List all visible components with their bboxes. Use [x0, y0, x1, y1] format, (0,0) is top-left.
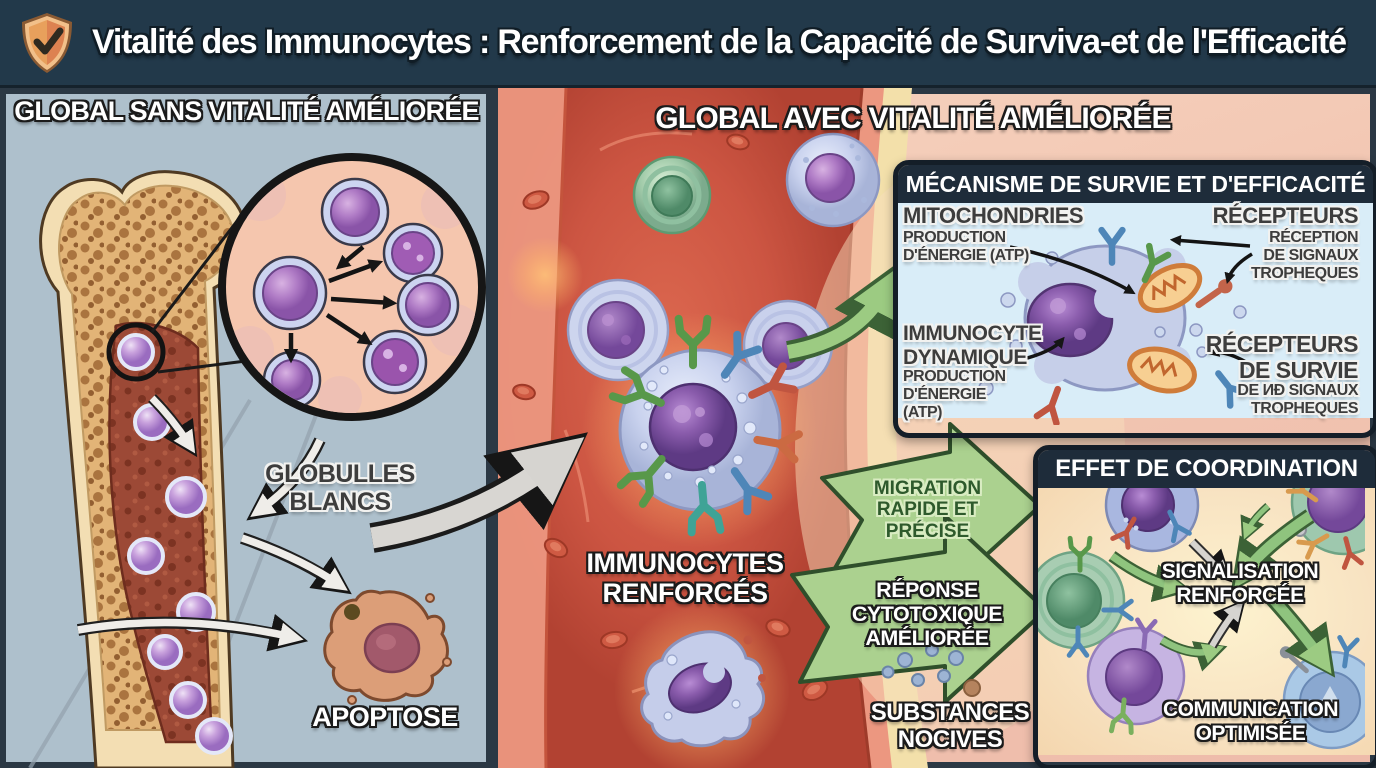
migration-arrow-label: MIGRATION RAPIDE ET PRÉCISE: [873, 478, 982, 542]
communication-label: COMMUNICATION OPTIMISÉE: [1162, 698, 1339, 745]
immunocytes-renforces-label: IMMUNOCYTES RENFORCÉS: [586, 548, 785, 609]
immunocyte-dynamique-sub: PRODUCTION D'ÉNERGIE (ATP): [903, 368, 1006, 421]
bone-illustration: [39, 170, 248, 768]
reinforced-immunocyte: [498, 319, 799, 533]
annotation-arrows: [1009, 234, 1253, 364]
mitochondries-sub: PRODUCTION D'ÉNERGIE (ATP): [903, 229, 1029, 264]
right-panel-title: GLOBAL AVEC VITALITÉ AMÉLIORÉE: [655, 102, 1171, 135]
coordination-cells-diagram: [1038, 488, 1365, 750]
page-title: Vitalité des Immunocytes : Renforcement …: [92, 23, 1347, 61]
leader-line: [150, 207, 249, 333]
immunocyte-dynamique-title: IMMUNOCYTE DYNAMIQUE: [903, 322, 1042, 369]
top-cell: [1104, 488, 1200, 553]
circulating-cells: [566, 132, 881, 391]
coordination-arrows: [1108, 502, 1336, 678]
mechanism-cell-diagram: [978, 208, 1253, 425]
magnified-cells-view: [218, 153, 486, 421]
lavender-cell-a: [566, 278, 670, 382]
shield-check-icon: [22, 12, 72, 73]
bone-marrow-illustration: [28, 153, 486, 768]
granular-immune-cell: [785, 132, 881, 228]
left-panel-title: GLOBAL SANS VITALITÉ AMÉLIORÉE: [14, 96, 479, 126]
flow-arrows: [76, 394, 352, 652]
apoptose-label: APOPTOSE: [312, 702, 458, 732]
reponse-arrow-shape: [790, 514, 1048, 704]
top-right-teal-cell: [1288, 488, 1365, 567]
harmful-substance-dots: [881, 643, 981, 697]
mitochondrion: [1137, 262, 1203, 314]
recepteurs-title: RÉCEPTEURS: [1212, 203, 1359, 228]
substances-nocives-label: SUBSTANCES NOCIVES: [870, 699, 1030, 753]
recepteurs-sub: RÉCEPTION DE SIGNAUX TROPHEQUES: [1250, 229, 1359, 282]
mechanism-cell: [978, 230, 1247, 423]
recepteurs-survie-title: RÉCEPTEURS DE SURVIE: [1205, 331, 1359, 383]
mitochondrion: [1127, 346, 1197, 394]
reponse-arrow-label: RÉPONSE CYTOTOXIQUE AMÉLIORÉE: [851, 578, 1003, 651]
mechanism-inset-title: MÉCANISME DE SURVIE ET D'EFFICACITÉ: [898, 165, 1373, 203]
coordination-inset-title: EFFET DE COORDINATION: [1038, 450, 1375, 488]
migrating-immunocyte: [640, 630, 766, 748]
arrow-to-mechanism: [785, 262, 899, 363]
mitochondries-title: MITOCHONDRIES: [903, 203, 1084, 228]
differentiation-arrows: [283, 245, 398, 364]
apoptotic-cell: [323, 589, 452, 705]
green-immune-cell: [632, 155, 712, 235]
title-bar: Vitalité des Immunocytes : Renforcement …: [0, 0, 1376, 88]
globules-blancs-label: GLOBULLES BLANCS: [265, 460, 415, 516]
highlight-circle-marker: [106, 322, 166, 382]
vesicles: [639, 365, 757, 488]
benefit-arrows: [790, 422, 1048, 704]
signalisation-label: SIGNALISATION RENFORCÉE: [1161, 560, 1319, 607]
bottom-left-purple-cell: [1086, 620, 1186, 733]
left-teal-cell: [1038, 538, 1131, 655]
recepteurs-survie-sub: DE ИƉ SIGNAUX TROPHEQUES: [1237, 382, 1358, 417]
leader-line: [157, 358, 255, 374]
vesicles: [978, 251, 1247, 396]
